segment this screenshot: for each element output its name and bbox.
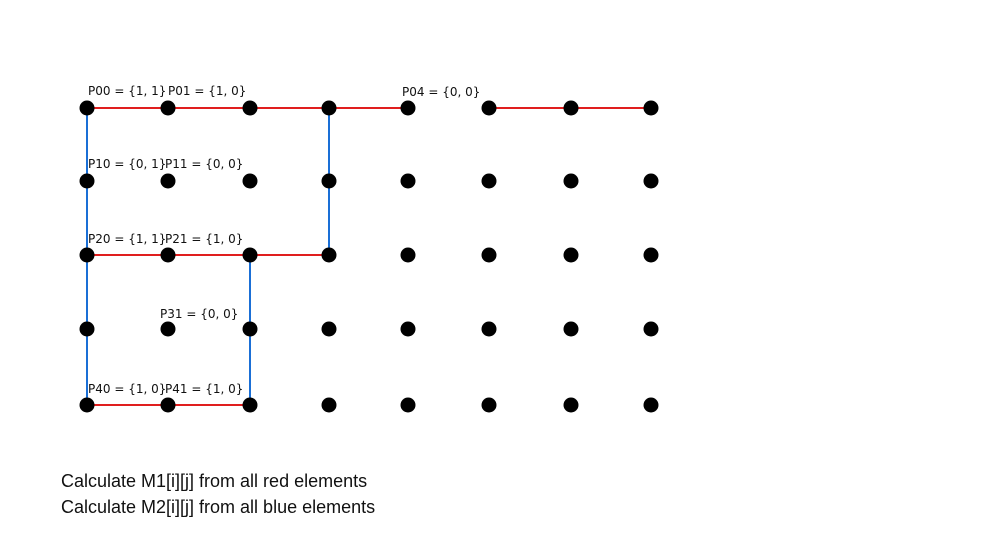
point-label-p10: P10 = {0, 1} [88,157,166,171]
grid-point-P06 [563,100,579,116]
point-label-p41: P41 = {1, 0} [165,382,243,396]
caption-blue: Calculate M2[i][j] from all blue element… [61,497,376,517]
grid-point-P47 [643,397,659,413]
grid-point-P21 [160,247,176,263]
grid-point-P00 [79,100,95,116]
grid-point-P34 [400,321,416,337]
grid-point-P41 [160,397,176,413]
grid-point-P45 [481,397,497,413]
grid-point-P40 [79,397,95,413]
grid-point-P02 [242,100,258,116]
point-label-p00: P00 = {1, 1} [88,84,166,98]
grid-points [79,100,659,413]
grid-point-P33 [321,321,337,337]
grid-point-P01 [160,100,176,116]
grid-point-P44 [400,397,416,413]
point-label-p21: P21 = {1, 0} [165,232,243,246]
grid-point-P04 [400,100,416,116]
grid-point-P16 [563,173,579,189]
grid-point-P26 [563,247,579,263]
caption-red: Calculate M1[i][j] from all red elements [61,471,368,491]
grid-point-P36 [563,321,579,337]
grid-point-P20 [79,247,95,263]
grid-point-P03 [321,100,337,116]
grid-point-P43 [321,397,337,413]
grid-point-P46 [563,397,579,413]
grid-point-P30 [79,321,95,337]
grid-point-P13 [321,173,337,189]
grid-point-P37 [643,321,659,337]
grid-point-P24 [400,247,416,263]
point-labels: P00 = {1, 1}P01 = {1, 0} P04 = {0, 0} P10 … [88,84,480,396]
grid-point-P31 [160,321,176,337]
grid-point-P32 [242,321,258,337]
grid-point-P07 [643,100,659,116]
grid-point-P22 [242,247,258,263]
grid-point-P42 [242,397,258,413]
grid-point-P11 [160,173,176,189]
grid-point-P35 [481,321,497,337]
grid-point-P12 [242,173,258,189]
point-label-p40: P40 = {1, 0} [88,382,166,396]
grid-point-P25 [481,247,497,263]
red-edges [87,107,651,406]
point-label-p11: P11 = {0, 0} [165,157,243,171]
grid-point-P17 [643,173,659,189]
grid-point-P15 [481,173,497,189]
point-label-p20: P20 = {1, 1} [88,232,166,246]
grid-point-P27 [643,247,659,263]
point-label-p01: P01 = {1, 0} [168,84,246,98]
grid-point-P14 [400,173,416,189]
point-label-p04: P04 = {0, 0} [402,85,480,99]
point-label-p31: P31 = {0, 0} [160,307,238,321]
grid-point-P10 [79,173,95,189]
grid-point-P23 [321,247,337,263]
grid-point-P05 [481,100,497,116]
blue-edges [86,108,330,405]
